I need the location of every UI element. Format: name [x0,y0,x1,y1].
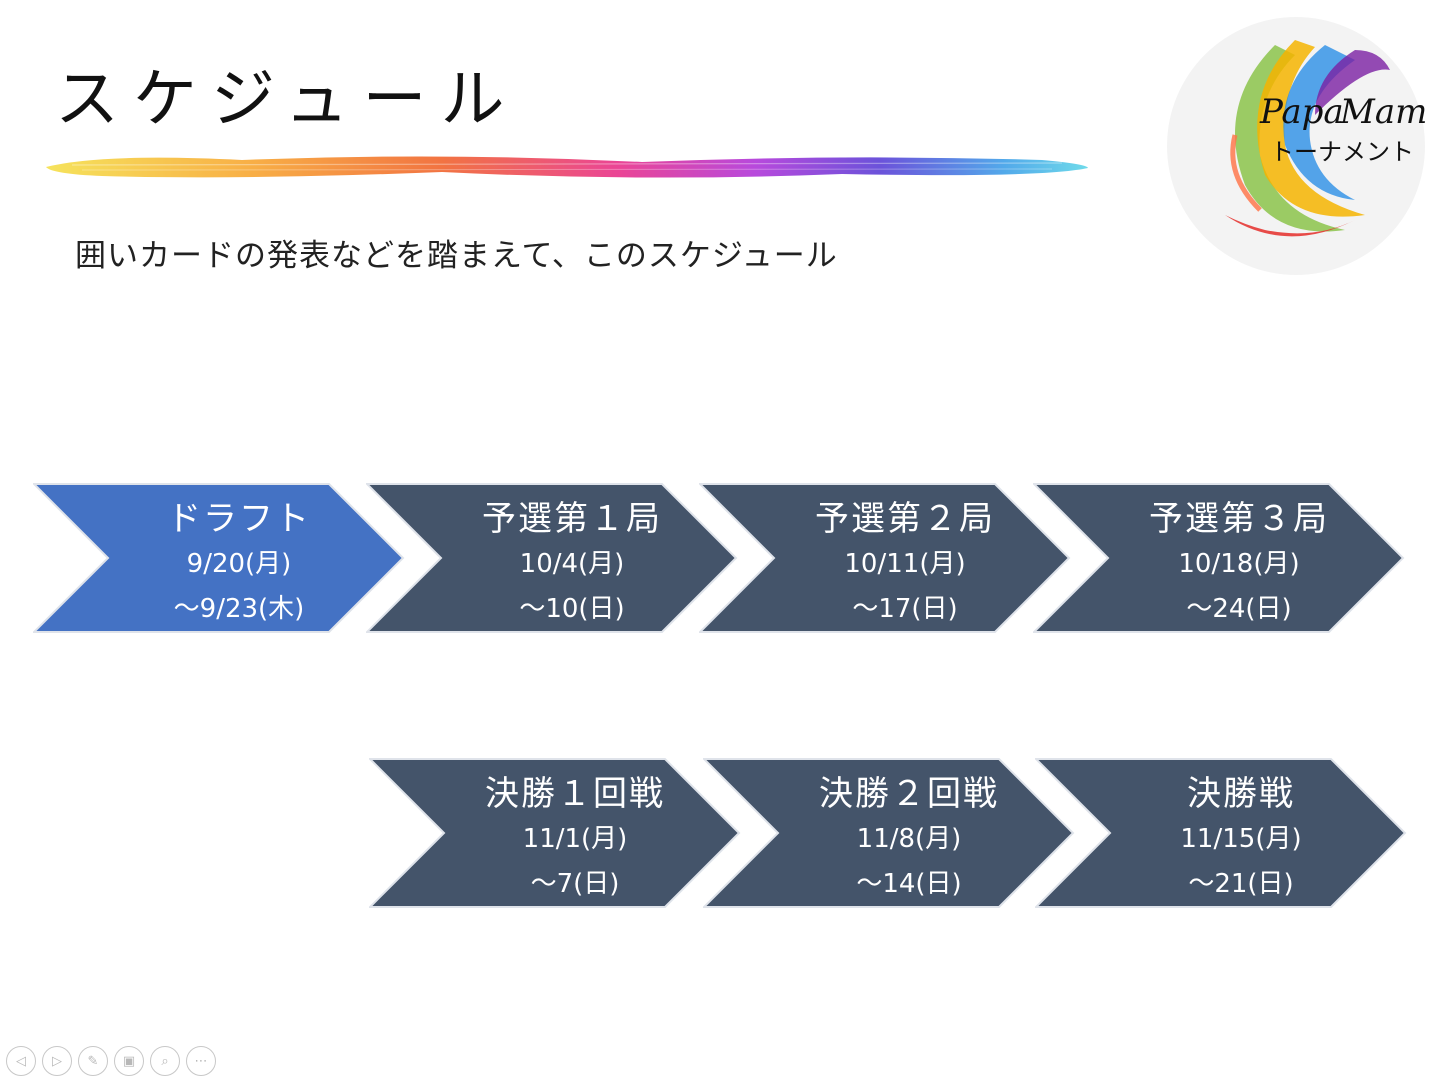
chevron-final-round-2: 決勝２回戦 11/8(月) ～14(日) [703,758,1075,908]
chevron-start-date: 10/11(月) [844,549,966,579]
chevron-end-date: ～7(日) [530,869,620,899]
pen-icon[interactable]: ✎ [78,1046,108,1076]
chevron-end-date: ～10(日) [519,594,625,624]
chevron-end-date: ～21(日) [1188,869,1294,899]
chevron-start-date: 9/20(月) [186,549,292,579]
chevron-qualifier-2: 予選第２局 10/11(月) ～17(日) [699,483,1071,633]
chevron-title: ドラフト [167,499,311,539]
chevron-final: 決勝戦 11/15(月) ～21(日) [1035,758,1407,908]
chevron-title: 予選第１局 [482,499,662,539]
papamama-tournament-logo: Papa Mama トーナメント [1167,17,1427,275]
more-icon[interactable]: ⋯ [186,1046,216,1076]
logo-text-papa: Papa [1259,92,1344,132]
chevron-end-date: ～14(日) [856,869,962,899]
logo-text-mama: Mama [1339,92,1427,132]
slide-title: スケジュール [55,63,519,137]
subtitle-text: 囲いカードの発表などを踏まえて、このスケジュール [75,238,838,274]
chevron-title: 決勝戦 [1187,774,1295,814]
chevron-title: 予選第２局 [815,499,995,539]
logo-text-tournament: トーナメント [1270,138,1414,166]
slideshow-toolbar: ◁ ▷ ✎ ▣ ⌕ ⋯ [6,1046,216,1076]
chevron-final-round-1: 決勝１回戦 11/1(月) ～7(日) [369,758,741,908]
slides-icon[interactable]: ▣ [114,1046,144,1076]
chevron-draft: ドラフト 9/20(月) ～9/23(木) [33,483,405,633]
chevron-start-date: 10/18(月) [1178,549,1300,579]
chevron-title: 予選第３局 [1149,499,1329,539]
chevron-title: 決勝１回戦 [485,774,665,814]
chevron-start-date: 11/1(月) [522,824,628,854]
chevron-qualifier-1: 予選第１局 10/4(月) ～10(日) [366,483,738,633]
chevron-end-date: ～24(日) [1186,594,1292,624]
rainbow-brush-stroke [46,156,1088,178]
chevron-end-date: ～9/23(木) [173,594,305,624]
next-icon[interactable]: ▷ [42,1046,72,1076]
chevron-qualifier-3: 予選第３局 10/18(月) ～24(日) [1033,483,1405,633]
chevron-start-date: 11/15(月) [1180,824,1302,854]
chevron-title: 決勝２回戦 [819,774,999,814]
chevron-start-date: 10/4(月) [519,549,625,579]
previous-icon[interactable]: ◁ [6,1046,36,1076]
chevron-start-date: 11/8(月) [856,824,962,854]
chevron-end-date: ～17(日) [852,594,958,624]
zoom-icon[interactable]: ⌕ [150,1046,180,1076]
